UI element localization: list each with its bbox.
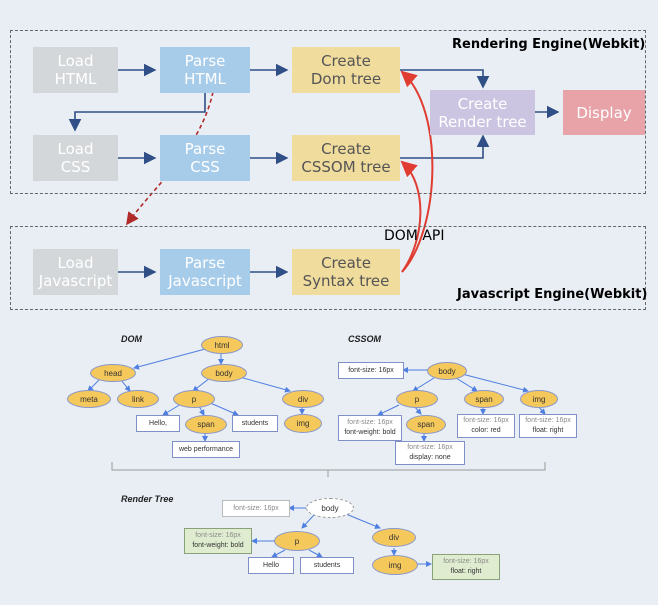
dom-text-students: students bbox=[232, 415, 278, 432]
render-node-body: body bbox=[306, 498, 354, 518]
render-node-img: img bbox=[372, 555, 418, 575]
red-arrow-to-dom bbox=[400, 70, 434, 273]
cssom-node-img: img bbox=[520, 390, 558, 408]
load-html-box: Load HTML bbox=[33, 47, 118, 93]
load-css-box: Load CSS bbox=[33, 135, 118, 181]
arrow-parse-html-to-load-css bbox=[68, 92, 206, 132]
render-note-body: font-size: 16px bbox=[222, 500, 290, 517]
dashed-arrow-to-load-js bbox=[126, 91, 214, 226]
cssom-node-body: body bbox=[427, 362, 467, 380]
arrow-dom-to-render bbox=[400, 69, 490, 89]
create-dom-box: Create Dom tree bbox=[292, 47, 400, 93]
create-cssom-box: Create CSSOM tree bbox=[292, 135, 400, 181]
dom-node-body: body bbox=[201, 364, 247, 382]
parse-javascript-box: Parse Javascript bbox=[160, 249, 250, 295]
create-syntax-tree-box: Create Syntax tree bbox=[292, 249, 400, 295]
render-tree-title: Render Tree bbox=[121, 494, 174, 504]
render-node-div: div bbox=[372, 528, 416, 547]
render-node-p: p bbox=[274, 531, 320, 551]
dom-node-p: p bbox=[173, 390, 215, 408]
dom-node-span: span bbox=[185, 415, 227, 434]
dom-tree-title: DOM bbox=[121, 334, 142, 344]
dom-node-head: head bbox=[90, 364, 136, 382]
parse-html-box: Parse HTML bbox=[160, 47, 250, 93]
javascript-engine-label: Javascript Engine(Webkit) bbox=[457, 287, 648, 302]
dom-node-html: html bbox=[201, 336, 243, 354]
merge-bracket bbox=[111, 462, 546, 477]
red-arrow-to-cssom bbox=[400, 160, 422, 273]
create-render-tree-box: Create Render tree bbox=[430, 90, 535, 135]
rendering-engine-region bbox=[10, 30, 646, 194]
rendering-engine-label: Rendering Engine(Webkit) bbox=[452, 37, 646, 52]
parse-css-box: Parse CSS bbox=[160, 135, 250, 181]
dom-api-label: DOM API bbox=[384, 228, 445, 244]
dom-node-link: link bbox=[117, 390, 159, 408]
display-box: Display bbox=[563, 90, 645, 135]
dom-text-hello: Hello, bbox=[136, 415, 180, 432]
dom-node-img: img bbox=[284, 414, 322, 433]
render-text-students: students bbox=[300, 557, 354, 574]
cssom-node-p: p bbox=[396, 390, 438, 408]
render-text-hello: Hello bbox=[248, 557, 294, 574]
arrow-cssom-to-render bbox=[400, 134, 490, 159]
cssom-note-body: font-size: 16px bbox=[338, 362, 404, 379]
cssom-node-span: span bbox=[464, 390, 504, 408]
cssom-tree-title: CSSOM bbox=[348, 334, 382, 344]
javascript-engine-region bbox=[10, 226, 646, 310]
dom-node-div: div bbox=[282, 390, 324, 408]
cssom-node-span-under-p: span bbox=[406, 415, 446, 434]
dom-node-meta: meta bbox=[67, 390, 111, 408]
load-javascript-box: Load Javascript bbox=[33, 249, 118, 295]
dom-text-web-performance: web performance bbox=[172, 441, 240, 458]
